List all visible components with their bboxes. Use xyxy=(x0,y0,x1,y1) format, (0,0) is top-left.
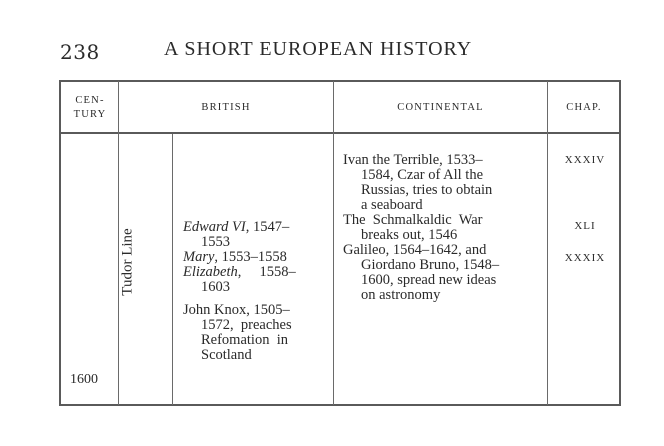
century-year: 1600 xyxy=(70,372,98,387)
rule-british xyxy=(333,81,334,405)
british-knox: John Knox, 1505– 1572, preaches Refomati… xyxy=(183,302,292,363)
chapter-ref: XLI xyxy=(574,220,596,232)
col-header-british: BRITISH xyxy=(201,102,251,113)
british-entries: Edward VI, 1547– 1553 Mary, 1553–1558 El… xyxy=(183,220,325,295)
rule-continental xyxy=(547,81,548,405)
col-header-continental: CONTINENTAL xyxy=(397,102,484,113)
col-header-century: CEN- TURY xyxy=(73,95,107,120)
entry-edward: Edward VI, 1547– xyxy=(183,219,290,235)
chapter-ref: XXXIX xyxy=(564,252,606,264)
chapter-ref: XXXIV xyxy=(564,154,606,166)
running-title: A SHORT EUROPEAN HISTORY xyxy=(164,38,473,60)
continental-entries: Ivan the Terrible, 1533– 1584, Czar of A… xyxy=(343,152,500,303)
entry-elizabeth: Elizabeth, 1558– xyxy=(183,264,296,280)
chronology-table xyxy=(59,80,621,406)
col-header-chap: CHAP. xyxy=(566,102,602,113)
rule-century xyxy=(118,81,119,405)
entry-mary: Mary, 1553–1558 xyxy=(183,249,287,265)
rule-tudor xyxy=(172,134,173,405)
dynasty-label: Tudor Line xyxy=(119,228,136,296)
header-rule xyxy=(61,132,619,134)
page-number: 238 xyxy=(60,40,100,64)
